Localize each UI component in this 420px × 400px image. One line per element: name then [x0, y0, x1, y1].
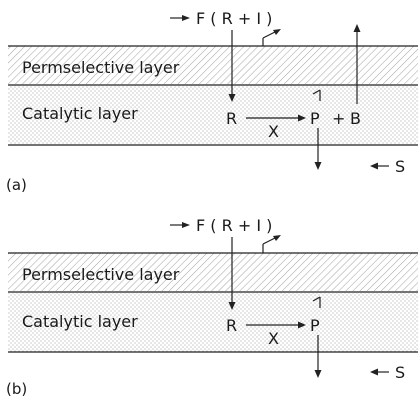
catalytic-layer-a	[8, 86, 418, 144]
permselective-label-b: Permselective layer	[22, 265, 180, 284]
panel-b: F ( R + I ) Permselective layer Catalyti…	[6, 216, 418, 398]
product-label-a: P	[310, 109, 320, 128]
feed-label-b: F ( R + I )	[196, 216, 272, 235]
conversion-label-b: X	[268, 329, 279, 348]
panel-label-b: (b)	[6, 380, 27, 398]
catalytic-label-a: Catalytic layer	[22, 104, 138, 123]
reactant-label-b: R	[226, 316, 237, 335]
permselective-layer-b	[8, 253, 418, 291]
byproduct-escape-arrow-a-head	[353, 24, 361, 32]
sweep-label-b: S	[395, 363, 405, 382]
feed-outlet-arrow-a-head	[273, 29, 281, 35]
reaction-arrow-b-head	[298, 321, 306, 329]
feed-outlet-arrow-b-head	[273, 235, 281, 241]
conversion-label-a: X	[268, 122, 279, 141]
reactant-permeation-arrow-a-head	[228, 94, 236, 102]
catalytic-label-b: Catalytic layer	[22, 312, 138, 331]
product-outlet-arrow-b-head	[314, 370, 322, 378]
reactant-permeation-arrow-b-head	[228, 302, 236, 310]
permselective-label-a: Permselective layer	[22, 58, 180, 77]
feed-outlet-arrow-a-tail	[262, 31, 276, 39]
product-label-b: P	[310, 316, 320, 335]
feed-label-a: F ( R + I )	[196, 9, 272, 28]
product-backflux-arrow-a-tail	[312, 89, 321, 95]
sweep-arrow-b-head	[370, 368, 378, 376]
product-backflux-arrow-b-tail	[312, 296, 321, 302]
feed-arrow-a-head	[182, 15, 190, 21]
sweep-label-a: S	[395, 157, 405, 176]
reactant-label-a: R	[226, 109, 237, 128]
permselective-layer-a	[8, 46, 418, 84]
plus-sign-a: +	[332, 109, 345, 128]
panel-label-a: (a)	[6, 176, 27, 194]
panel-a: F ( R + I ) Permselective layer Catalyti…	[6, 9, 418, 194]
feed-outlet-arrow-b-tail	[262, 237, 276, 245]
catalytic-layer-b	[8, 293, 418, 352]
reaction-arrow-a-head	[298, 114, 306, 122]
byproduct-label-a: B	[350, 109, 361, 128]
sweep-arrow-a-head	[370, 162, 378, 170]
product-outlet-arrow-a-head	[314, 162, 322, 170]
feed-arrow-b-head	[182, 222, 190, 228]
